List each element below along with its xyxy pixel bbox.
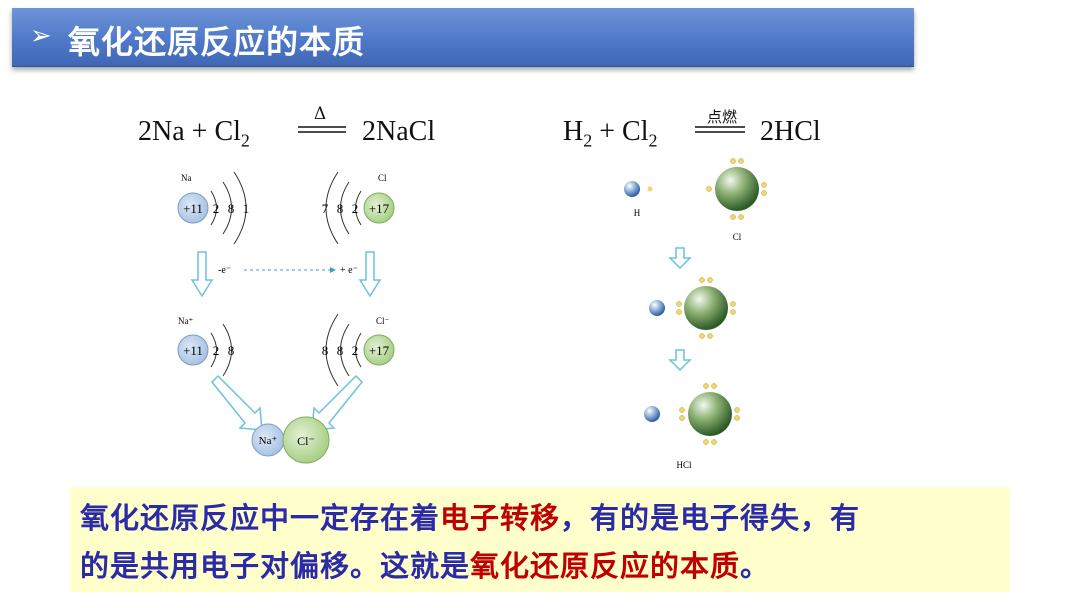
- na-ion-shell-2: 8: [228, 343, 235, 358]
- electron-dot: [730, 301, 736, 307]
- na-nucleus: [177, 192, 209, 224]
- cl-label: Cl: [378, 173, 387, 183]
- electron-dot: [734, 407, 740, 413]
- cl-ion-core-charge: +17: [369, 343, 390, 358]
- hcl-shared-electron-diagram: H Cl HCl: [624, 167, 759, 470]
- electron-dot: [761, 190, 767, 196]
- h-label: H: [634, 208, 641, 218]
- cl-ion-sphere: [282, 416, 330, 464]
- cl-shell-1: 7: [322, 201, 329, 216]
- electron-dot: [730, 214, 736, 220]
- electron-dot: [679, 407, 685, 413]
- down-arrow-icon: [190, 251, 214, 298]
- right-equation-h-subscript: 2: [583, 130, 593, 151]
- electron-dot: [679, 415, 685, 421]
- h-atom: [644, 406, 660, 422]
- summary-highlight: 氧化还原反应的本质: [470, 549, 741, 583]
- down-arrow-icon: [358, 251, 382, 298]
- cl-ion-shell-2: 8: [337, 343, 344, 358]
- diagonal-arrow-icon: [210, 374, 263, 431]
- summary-line-2: 的是共用电子对偏移。这就是氧化还原反应的本质。: [80, 543, 770, 585]
- down-arrow-icon: [668, 247, 692, 270]
- cl-atom: [688, 392, 732, 436]
- na-ion-core-charge: +11: [183, 343, 203, 358]
- electron-dot: [761, 182, 767, 188]
- electron-dot: [734, 415, 740, 421]
- cl-atom: [715, 167, 759, 211]
- na-ion-nucleus: [177, 334, 209, 366]
- electron-dot: [703, 383, 709, 389]
- summary-text: 的是共用电子对偏移。这就是: [80, 549, 471, 583]
- left-equation-reactants: 2Na + Cl: [138, 116, 241, 147]
- right-condition: 点燃: [706, 108, 737, 126]
- right-equation-product: 2HCl: [760, 116, 821, 147]
- h-atom: [649, 300, 665, 316]
- electron-dot: [707, 333, 713, 339]
- na-ion-shell-1: 2: [213, 343, 220, 358]
- summary-line-1: 氧化还原反应中一定存在着电子转移，有的是电子得失，有: [80, 495, 860, 537]
- electron-dot: [676, 309, 682, 315]
- electron-dot: [707, 277, 713, 283]
- electron-dot: [730, 309, 736, 315]
- cl-ion-shell-3: 2: [352, 343, 359, 358]
- na-core-charge: +11: [183, 201, 203, 216]
- summary-text: 氧化还原反应中一定存在着: [80, 501, 441, 535]
- electron-dot: [699, 277, 705, 283]
- na-ion-label: Na⁺: [178, 316, 193, 326]
- bullet-arrow-icon: ➢: [30, 21, 52, 51]
- electron-dot: [703, 439, 709, 445]
- electron-dot: [738, 158, 744, 164]
- cl-nucleus: [363, 192, 395, 224]
- summary-highlight: 电子转移: [440, 501, 561, 535]
- left-condition: Δ: [313, 104, 327, 124]
- left-equation: 2Na + Cl2: [138, 116, 250, 152]
- na-shell-2: 8: [228, 201, 235, 216]
- electron-dot: [676, 301, 682, 307]
- summary-box: 氧化还原反应中一定存在着电子转移，有的是电子得失，有 的是共用电子对偏移。这就是…: [70, 487, 1010, 592]
- cl-ion-label: Cl⁻: [376, 316, 390, 326]
- down-arrow-icon: [668, 349, 692, 372]
- na-shell-1: 2: [213, 201, 220, 216]
- cl-atom: [684, 286, 728, 330]
- cl-shell-3: 2: [352, 201, 359, 216]
- pair-na-label: Na⁺: [259, 435, 278, 447]
- electron-dots: [676, 158, 767, 445]
- cl-shell-2: 8: [337, 201, 344, 216]
- right-equation-cl-subscript: 2: [648, 130, 658, 151]
- pair-cl-label: Cl⁻: [297, 434, 315, 448]
- right-equation-cl: + Cl: [599, 116, 649, 147]
- na-label: Na: [181, 173, 192, 183]
- electron-dot: [699, 333, 705, 339]
- gain-electron-label: + e⁻: [340, 265, 358, 276]
- na-shell-3: 1: [243, 201, 250, 216]
- electron-dot: [706, 186, 712, 192]
- cl-atom-label: Cl: [733, 232, 742, 242]
- electron-dot: [711, 383, 717, 389]
- electron-dot: [711, 439, 717, 445]
- right-equation-h: H: [563, 116, 584, 147]
- title-bar: ➢ 氧化还原反应的本质: [12, 8, 914, 67]
- cl-ion-nucleus: [363, 334, 395, 366]
- hcl-label: HCl: [676, 460, 692, 470]
- left-equation-subscript: 2: [240, 130, 250, 151]
- summary-text: ，有的是电子得失，有: [560, 501, 861, 535]
- left-equation-product: 2NaCl: [362, 116, 436, 147]
- electron-dot: [730, 158, 736, 164]
- lose-electron-label: -e⁻: [218, 265, 231, 276]
- right-equation: H2 + Cl2: [563, 116, 657, 152]
- summary-text: 。: [740, 549, 771, 583]
- page-title: 氧化还原反应的本质: [68, 23, 366, 61]
- h-atom: [624, 181, 640, 197]
- cl-ion-shell-1: 8: [322, 343, 329, 358]
- cl-core-charge: +17: [369, 201, 390, 216]
- electron-dot: [738, 214, 744, 220]
